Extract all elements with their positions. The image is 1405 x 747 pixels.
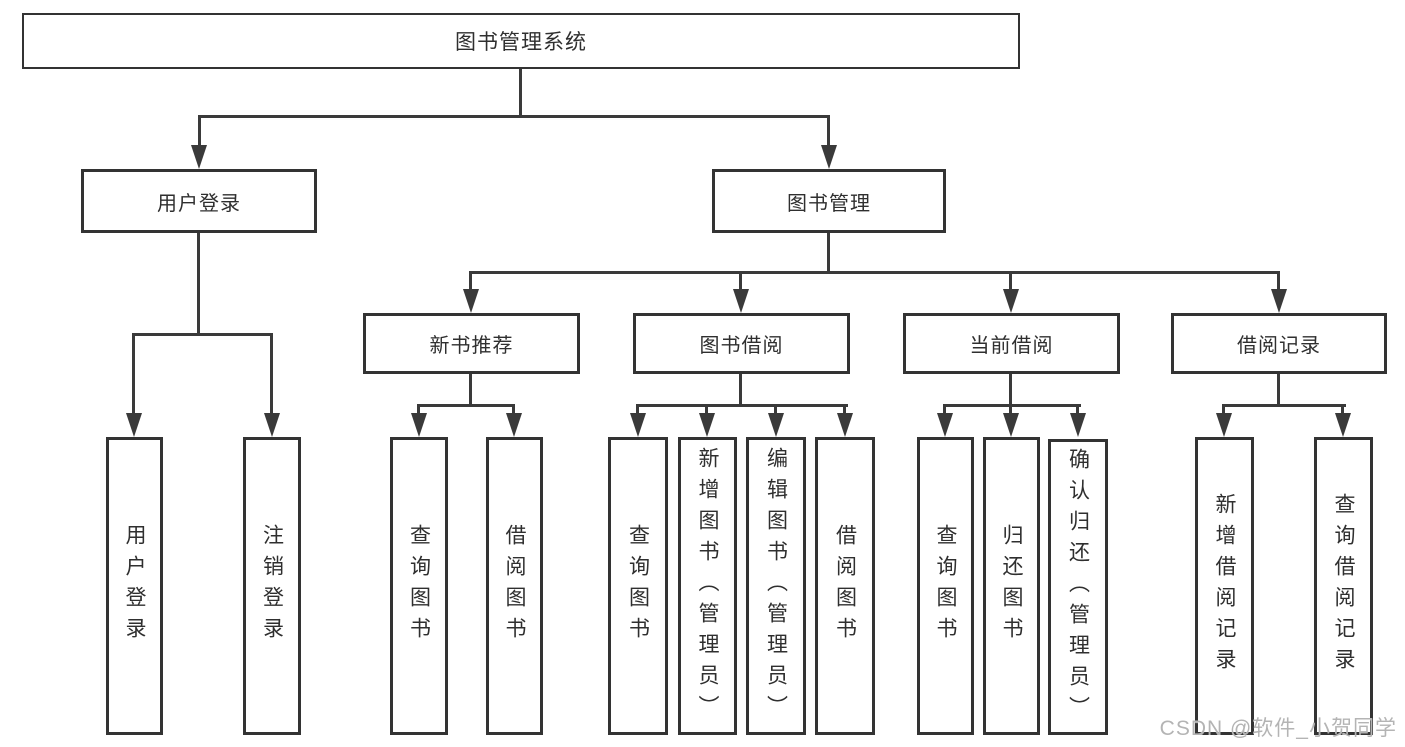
node-new-book-recommend-label: 新书推荐 <box>429 335 514 357</box>
connector-line <box>1009 404 1012 416</box>
connector-line <box>470 271 1280 274</box>
node-borrow-records-label: 借阅记录 <box>1237 335 1321 357</box>
leaf-borrow-books-recommend-label: 借阅图书 <box>503 524 526 648</box>
leaf-query-books-current-label: 查询图书 <box>934 524 957 648</box>
connector-line <box>1222 404 1346 407</box>
leaf-query-books-borrow-label: 查询图书 <box>626 524 650 648</box>
node-new-book-recommend: 新书推荐 <box>363 313 580 374</box>
connector-line <box>519 69 522 117</box>
node-library-system: 图书管理系统 <box>22 13 1020 69</box>
connector-line <box>132 333 273 336</box>
arrow-down-icon <box>699 413 715 437</box>
connector-line <box>1277 271 1280 291</box>
connector-line <box>198 115 201 148</box>
arrow-down-icon <box>126 413 142 437</box>
connector-line <box>636 404 639 416</box>
leaf-borrow-books: 借阅图书 <box>815 437 875 735</box>
node-book-management-label: 图书管理 <box>787 192 871 215</box>
arrow-down-icon <box>630 413 646 437</box>
leaf-borrow-books-label: 借阅图书 <box>833 524 857 648</box>
leaf-return-book-label: 归还图书 <box>1000 524 1023 648</box>
leaf-add-book-admin: 新增图书（管理员） <box>678 437 737 735</box>
leaf-edit-book-admin-label: 编辑图书（管理员） <box>764 446 788 726</box>
connector-line <box>827 115 830 148</box>
arrow-down-icon <box>264 413 280 437</box>
arrow-down-icon <box>937 413 953 437</box>
arrow-down-icon <box>821 145 837 169</box>
leaf-user-login: 用户登录 <box>106 437 163 735</box>
node-book-borrow-label: 图书借阅 <box>699 335 784 357</box>
leaf-query-borrow-record-label: 查询借阅记录 <box>1332 493 1355 679</box>
leaf-add-book-admin-label: 新增图书（管理员） <box>696 446 719 726</box>
arrow-down-icon <box>1216 413 1232 437</box>
leaf-confirm-return-admin-label: 确认归还（管理员） <box>1066 447 1090 727</box>
arrow-down-icon <box>733 289 749 313</box>
connector-line <box>1009 271 1012 291</box>
arrow-down-icon <box>1271 289 1287 313</box>
connector-line <box>417 404 420 416</box>
connector-line <box>1009 374 1012 406</box>
watermark: CSDN @软件_小贺同学 <box>1159 717 1397 740</box>
leaf-query-books-recommend-label: 查询图书 <box>407 524 431 648</box>
leaf-borrow-books-recommend: 借阅图书 <box>486 437 543 735</box>
connector-line <box>827 233 830 273</box>
connector-line <box>132 333 135 416</box>
node-current-borrow: 当前借阅 <box>903 313 1120 374</box>
connector-line <box>198 115 830 118</box>
connector-line <box>417 404 515 407</box>
arrow-down-icon <box>506 413 522 437</box>
connector-line <box>197 233 200 335</box>
connector-line <box>1341 404 1344 416</box>
leaf-query-borrow-record: 查询借阅记录 <box>1314 437 1373 735</box>
leaf-query-books-recommend: 查询图书 <box>390 437 448 735</box>
leaf-logout: 注销登录 <box>243 437 301 735</box>
leaf-user-login-label: 用户登录 <box>123 524 146 648</box>
arrow-down-icon <box>1335 413 1351 437</box>
connector-line <box>1222 404 1225 416</box>
leaf-return-book: 归还图书 <box>983 437 1040 735</box>
node-current-borrow-label: 当前借阅 <box>969 335 1054 357</box>
leaf-query-books-current: 查询图书 <box>917 437 974 735</box>
connector-line <box>705 404 708 416</box>
node-library-system-label: 图书管理系统 <box>455 31 587 54</box>
connector-line <box>943 404 946 416</box>
connector-line <box>469 271 472 291</box>
leaf-confirm-return-admin: 确认归还（管理员） <box>1048 439 1108 735</box>
connector-line <box>774 404 777 416</box>
connector-line <box>512 404 515 416</box>
connector-line <box>843 404 846 416</box>
node-user-login: 用户登录 <box>81 169 317 233</box>
arrow-down-icon <box>411 413 427 437</box>
arrow-down-icon <box>191 145 207 169</box>
arrow-down-icon <box>768 413 784 437</box>
connector-line <box>739 374 742 406</box>
leaf-add-borrow-record: 新增借阅记录 <box>1195 437 1254 735</box>
connector-line <box>943 404 1081 407</box>
arrow-down-icon <box>463 289 479 313</box>
leaf-logout-label: 注销登录 <box>260 524 284 648</box>
connector-line <box>739 271 742 291</box>
leaf-add-borrow-record-label: 新增借阅记录 <box>1213 493 1236 679</box>
node-book-management: 图书管理 <box>712 169 946 233</box>
connector-line <box>1277 374 1280 406</box>
node-borrow-records: 借阅记录 <box>1171 313 1387 374</box>
arrow-down-icon <box>837 413 853 437</box>
node-book-borrow: 图书借阅 <box>633 313 850 374</box>
leaf-edit-book-admin: 编辑图书（管理员） <box>746 437 806 735</box>
connector-line <box>1076 404 1079 416</box>
connector-line <box>270 333 273 416</box>
arrow-down-icon <box>1070 413 1086 437</box>
connector-line <box>636 404 848 407</box>
connector-line <box>469 374 472 406</box>
leaf-query-books-borrow: 查询图书 <box>608 437 668 735</box>
arrow-down-icon <box>1003 413 1019 437</box>
arrow-down-icon <box>1003 289 1019 313</box>
node-user-login-label: 用户登录 <box>157 192 241 215</box>
